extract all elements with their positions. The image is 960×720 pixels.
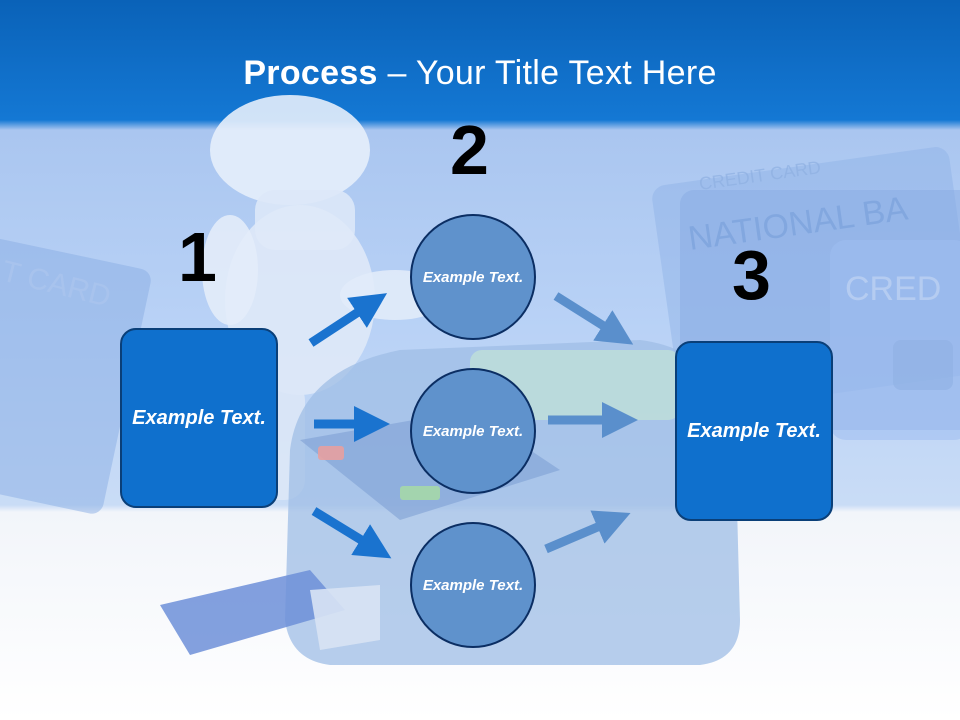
step-number-2: 2 xyxy=(450,111,489,189)
svg-text:CRED: CRED xyxy=(845,270,941,308)
step-1-box: Example Text. xyxy=(120,328,278,508)
arrow-right-bottom xyxy=(544,510,631,554)
title-bold: Process xyxy=(243,54,378,92)
step-number-1: 1 xyxy=(178,218,217,296)
step-number-3: 3 xyxy=(732,236,771,314)
arrow-right-top xyxy=(553,292,634,345)
page-title: Process – Your Title Text Here xyxy=(0,54,960,93)
arrow-left-top xyxy=(308,293,388,347)
title-rest: – Your Title Text Here xyxy=(377,54,717,92)
arrow-left-bottom xyxy=(311,507,392,559)
step-2-circle-top: Example Text. xyxy=(410,214,536,340)
step-3-box: Example Text. xyxy=(675,341,833,521)
step-2-circle-bottom: Example Text. xyxy=(410,522,536,648)
step-2-circle-middle: Example Text. xyxy=(410,368,536,494)
